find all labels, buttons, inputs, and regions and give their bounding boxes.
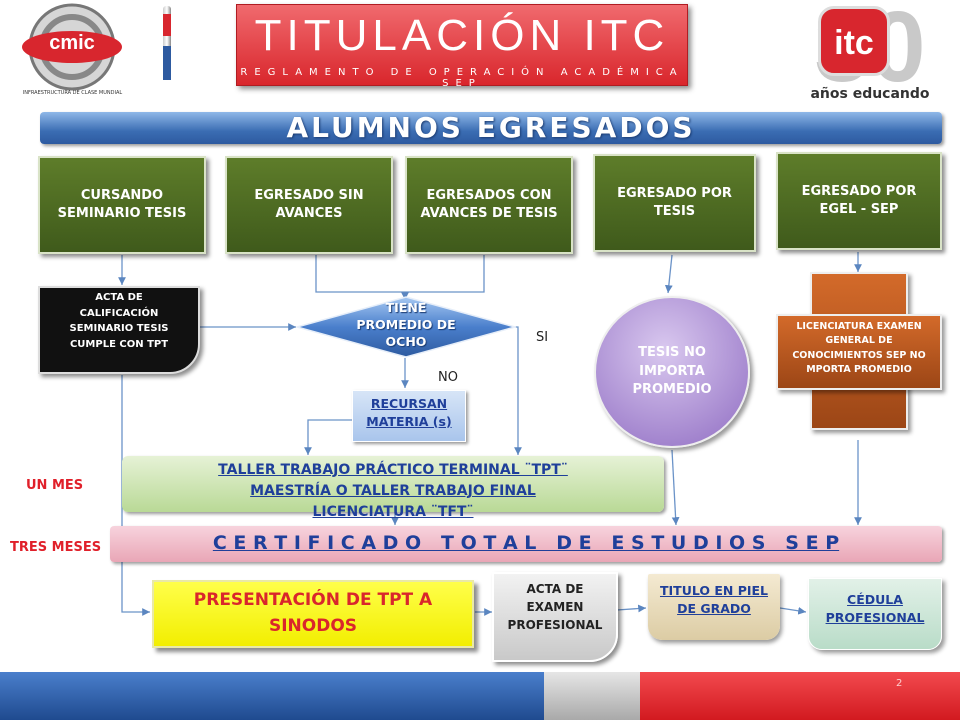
cmic-logo-text: cmic [49, 32, 95, 54]
tesis-no-importa-text: TESIS NO IMPORTA PROMEDIO [632, 344, 712, 398]
itc-logo: 30 itc años educando [790, 0, 950, 110]
cmic-logo: cmic INFRAESTRUCTURA DE CLASE MUNDIAL [10, 2, 135, 102]
licenciatura-text: LICENCIATURA EXAMEN GENERAL DE CONOCIMIE… [792, 321, 926, 375]
label-un-mes: UN MES [26, 478, 84, 493]
certificado-total: C E R T I F I C A D O T O T A L D E E S … [110, 526, 942, 562]
footer-blue [0, 672, 544, 720]
certificado-text: C E R T I F I C A D O T O T A L D E E S … [212, 532, 840, 554]
recursan-materia: RECURSAN MATERIA (s) [352, 390, 466, 442]
tesis-no-importa-promedio: TESIS NO IMPORTA PROMEDIO [594, 296, 750, 448]
label-si: SI [536, 330, 549, 345]
titulo-piel: TITULO EN PIEL DE GRADO [648, 574, 780, 640]
presentacion-text: PRESENTACIÓN DE TPT A SINODOS [193, 590, 433, 636]
acta-examen-text: ACTA DE EXAMEN PROFESIONAL [507, 582, 603, 632]
acta-examen-profesional: ACTA DE EXAMEN PROFESIONAL [492, 572, 618, 662]
page-title: TITULACIÓN ITC [254, 11, 670, 60]
itc-logo-text: itc [834, 24, 874, 62]
titulo-text: TITULO EN PIEL DE GRADO [659, 583, 769, 616]
category-egresado-sin-avances: EGRESADO SIN AVANCES [225, 156, 393, 254]
category-egresado-por-tesis: EGRESADO POR TESIS [593, 154, 756, 252]
decision-text: TIENE PROMEDIO DE OCHO [356, 300, 456, 349]
presentacion-tpt: PRESENTACIÓN DE TPT A SINODOS [152, 580, 474, 648]
acta-calificacion-text: ACTA DE CALIFICACIÓN SEMINARIO TESIS CUM… [69, 292, 169, 350]
decision-diamond [296, 296, 516, 358]
licenciatura-cross: LICENCIATURA EXAMEN GENERAL DE CONOCIMIE… [776, 272, 942, 430]
taller-trabajo: TALLER TRABAJO PRÁCTICO TERMINAL ¨TPT¨ M… [122, 456, 664, 520]
page-subtitle: REGLAMENTO DE OPERACIÓN ACADÉMICA SEP [240, 67, 684, 89]
category-egresado-por-egel: EGRESADO POR EGEL - SEP [776, 152, 942, 250]
title-box: TITULACIÓN ITC REGLAMENTO DE OPERACIÓN A… [236, 4, 688, 89]
footer-bar: 2 [0, 672, 960, 720]
banner-title: ALUMNOS EGRESADOS [286, 111, 696, 144]
cedula-profesional: CÉDULA PROFESIONAL [808, 578, 942, 650]
cmic-logo-icon [22, 3, 122, 91]
label-tres-meses: TRES MESES [10, 540, 102, 555]
label-no: NO [438, 370, 458, 385]
page-number: 2 [896, 678, 903, 689]
divider-bar [163, 6, 171, 80]
itc-logo-caption: años educando [810, 86, 930, 102]
recursan-materia-text: RECURSAN MATERIA (s) [366, 396, 452, 429]
taller-trabajo-text: TALLER TRABAJO PRÁCTICO TERMINAL ¨TPT¨ M… [218, 462, 568, 520]
cedula-text: CÉDULA PROFESIONAL [825, 592, 925, 625]
itc-logo-badge: itc [818, 6, 890, 76]
cmic-logo-caption: INFRAESTRUCTURA DE CLASE MUNDIAL [22, 90, 123, 96]
category-egresados-con-avances: EGRESADOS CON AVANCES DE TESIS [405, 156, 573, 254]
acta-calificacion: ACTA DE CALIFICACIÓN SEMINARIO TESIS CUM… [38, 286, 200, 374]
alumnos-egresados-banner: ALUMNOS EGRESADOS [40, 112, 942, 144]
footer-red [640, 672, 960, 720]
category-cursando-seminario: CURSANDO SEMINARIO TESIS [38, 156, 206, 254]
footer-grey [544, 672, 640, 720]
